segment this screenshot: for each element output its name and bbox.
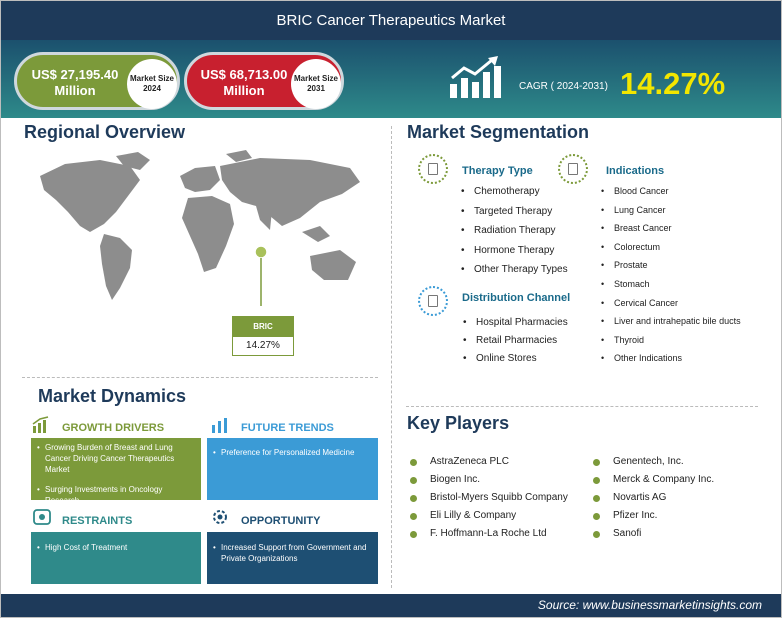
opportunity-icon xyxy=(213,510,227,524)
list-item: Growing Burden of Breast and Lung Cancer… xyxy=(31,442,201,475)
list-item: Pfizer Inc. xyxy=(593,510,657,521)
growth-drivers-box: Growing Burden of Breast and Lung Cancer… xyxy=(31,438,201,505)
list-item: Breast Cancer xyxy=(601,223,741,242)
indications-heading: Indications xyxy=(606,165,665,177)
therapy-type-list: Chemotherapy Targeted Therapy Radiation … xyxy=(461,186,568,284)
footer-bar: Source: www.businessmarketinsights.com xyxy=(0,594,782,618)
list-item: F. Hoffmann-La Roche Ltd xyxy=(410,528,547,539)
list-item: Stomach xyxy=(601,279,741,298)
cagr-label: CAGR ( 2024-2031) xyxy=(519,81,608,92)
market-segmentation-title: Market Segmentation xyxy=(407,122,590,142)
market-dynamics-title: Market Dynamics xyxy=(38,386,187,406)
indications-icon xyxy=(558,154,588,184)
list-item: Radiation Therapy xyxy=(461,225,568,245)
key-players-title: Key Players xyxy=(407,413,510,433)
list-item: Retail Pharmacies xyxy=(463,335,568,353)
restraints-icon xyxy=(33,509,51,525)
list-item: Novartis AG xyxy=(593,492,666,503)
list-item: High Cost of Treatment xyxy=(31,542,201,553)
future-trends-icon xyxy=(212,418,227,433)
right-divider xyxy=(406,406,758,407)
list-item: Increased Support from Government and Pr… xyxy=(207,542,378,564)
list-item: Chemotherapy xyxy=(461,186,568,206)
cagr-value: 14.27% xyxy=(620,66,726,101)
distribution-channel-heading: Distribution Channel xyxy=(462,292,571,304)
list-item: Other Indications xyxy=(601,353,741,372)
list-item: Prostate xyxy=(601,260,741,279)
list-item: Other Therapy Types xyxy=(461,264,568,284)
source-text: Source: www.businessmarketinsights.com xyxy=(537,598,762,612)
world-map xyxy=(40,150,360,306)
list-item: Cervical Cancer xyxy=(601,298,741,317)
growth-drivers-heading: GROWTH DRIVERS xyxy=(62,422,165,434)
list-item: AstraZeneca PLC xyxy=(410,456,509,467)
list-item: Blood Cancer xyxy=(601,186,741,205)
page-title: BRIC Cancer Therapeutics Market xyxy=(0,0,782,40)
bric-region-value: 14.27% xyxy=(246,340,280,351)
restraints-box: High Cost of Treatment xyxy=(31,532,201,584)
market-2024-badge: Market Size 2024 xyxy=(127,59,177,109)
left-divider xyxy=(22,377,378,378)
therapy-type-icon xyxy=(418,154,448,184)
list-item: Hormone Therapy xyxy=(461,245,568,265)
market-2031-unit: Million xyxy=(223,83,265,98)
list-item: Targeted Therapy xyxy=(461,206,568,226)
growth-chart-icon xyxy=(450,56,501,98)
indications-list: Blood Cancer Lung Cancer Breast Cancer C… xyxy=(601,186,741,372)
regional-overview-title: Regional Overview xyxy=(24,122,186,142)
list-item: Genentech, Inc. xyxy=(593,456,684,467)
list-item: Sanofi xyxy=(593,528,641,539)
list-item: Merck & Company Inc. xyxy=(593,474,714,485)
therapy-type-heading: Therapy Type xyxy=(462,165,533,177)
list-item: Hospital Pharmacies xyxy=(463,317,568,335)
list-item: Surging Investments in Oncology Research xyxy=(31,484,201,506)
distribution-channel-list: Hospital Pharmacies Retail Pharmacies On… xyxy=(463,317,568,371)
future-trends-box: Preference for Personalized Medicine xyxy=(207,438,378,500)
growth-drivers-icon xyxy=(32,416,49,433)
list-item: Preference for Personalized Medicine xyxy=(207,447,378,458)
opportunity-heading: OPPORTUNITY xyxy=(241,515,321,527)
vertical-divider xyxy=(391,126,392,588)
list-item: Lung Cancer xyxy=(601,205,741,224)
market-2031-value: US$ 68,713.00 xyxy=(200,67,288,82)
market-2031-badge: Market Size 2031 xyxy=(291,59,341,109)
restraints-heading: RESTRAINTS xyxy=(62,515,133,527)
list-item: Biogen Inc. xyxy=(410,474,480,485)
distribution-channel-icon xyxy=(418,286,448,316)
list-item: Eli Lilly & Company xyxy=(410,510,516,521)
list-item: Bristol-Myers Squibb Company xyxy=(410,492,568,503)
market-2024-unit: Million xyxy=(54,83,96,98)
list-item: Thyroid xyxy=(601,335,741,354)
bric-region-label: BRIC xyxy=(233,317,293,337)
market-size-2024-pill: US$ 27,195.40 Million Market Size 2024 xyxy=(14,52,180,110)
future-trends-heading: FUTURE TRENDS xyxy=(241,422,334,434)
list-item: Colorectum xyxy=(601,242,741,261)
list-item: Liver and intrahepatic bile ducts xyxy=(601,316,741,335)
list-item: Online Stores xyxy=(463,353,568,371)
market-size-2031-pill: US$ 68,713.00 Million Market Size 2031 xyxy=(184,52,344,110)
market-2024-value: US$ 27,195.40 xyxy=(31,67,119,82)
opportunity-box: Increased Support from Government and Pr… xyxy=(207,532,378,584)
bric-region-card: BRIC 14.27% xyxy=(232,316,294,356)
